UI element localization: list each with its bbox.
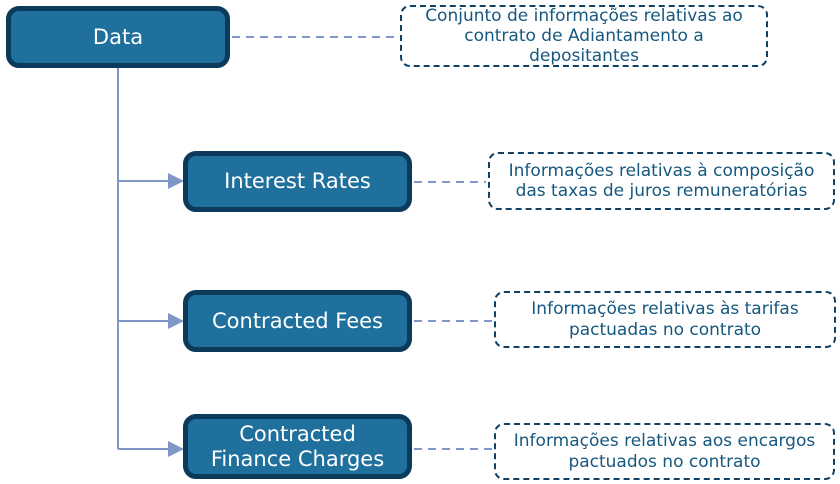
node-data: Data [6, 6, 230, 68]
node-data-label: Data [92, 24, 144, 49]
node-contracted-fees-label: Contracted Fees [212, 308, 383, 333]
right-arrowhead-icon [168, 173, 184, 189]
right-arrowhead-icon [168, 441, 184, 457]
callout-interest-rates-description-text: Informações relativas à composição das t… [508, 160, 815, 201]
right-arrowhead-icon [168, 313, 184, 329]
node-contracted-fees: Contracted Fees [183, 290, 412, 352]
callout-interest-rates-description: Informações relativas à composição das t… [488, 152, 835, 210]
node-interest-rates: Interest Rates [183, 151, 412, 212]
node-contracted-finance-charges: Contracted Finance Charges [183, 414, 412, 479]
callout-data-description-text: Conjunto de informações relativas ao con… [425, 5, 743, 67]
node-interest-rates-label: Interest Rates [224, 169, 371, 194]
callout-contracted-finance-charges-description: Informações relativas aos encargos pactu… [494, 423, 835, 480]
callout-contracted-fees-description-text: Informações relativas às tarifas pactuad… [531, 299, 799, 340]
callout-contracted-finance-charges-description-text: Informações relativas aos encargos pactu… [513, 431, 816, 472]
node-contracted-finance-charges-label: Contracted Finance Charges [210, 421, 385, 471]
callout-contracted-fees-description: Informações relativas às tarifas pactuad… [494, 291, 836, 348]
callout-data-description: Conjunto de informações relativas ao con… [400, 5, 768, 67]
